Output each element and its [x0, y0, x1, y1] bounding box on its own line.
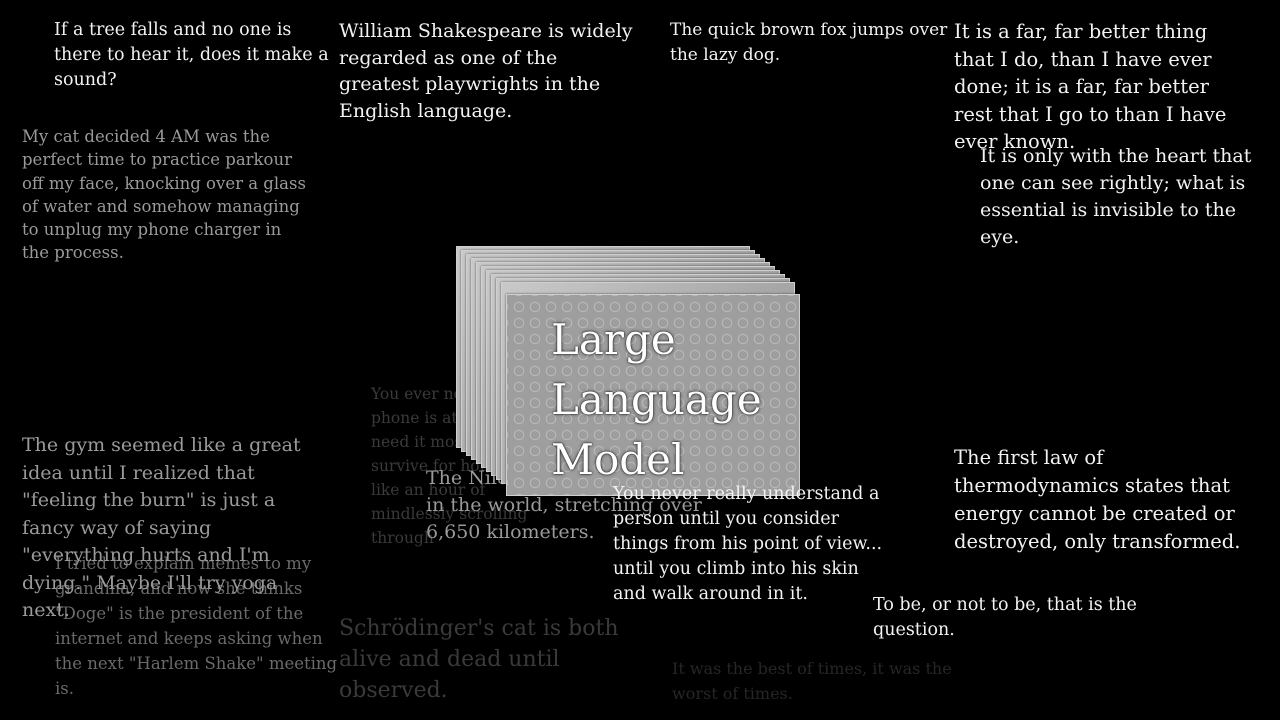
model-title: Large Language Model: [551, 310, 762, 490]
model-title-line: Model: [551, 435, 685, 484]
snippet-memes: I tried to explain memes to my grandma, …: [55, 554, 338, 698]
snippet-schrodinger: Schrödinger's cat is both alive and dead…: [339, 616, 619, 703]
snippet-tree: If a tree falls and no one is there to h…: [54, 20, 329, 90]
model-title-line: Language: [551, 375, 762, 424]
llm-model-stack: Large Language Model: [456, 244, 806, 500]
snippet-shakespeare: William Shakespeare is widely regarded a…: [339, 20, 633, 122]
snippet-best-times: It was the best of times, it was the wor…: [672, 659, 952, 703]
snippet-fox: The quick brown fox jumps over the lazy …: [670, 20, 948, 65]
snippet-understand: You never really understand a person unt…: [613, 484, 883, 604]
snippet-far-better: It is a far, far better thing that I do,…: [954, 20, 1227, 153]
model-layer-front: [506, 294, 800, 496]
snippet-thermo: The first law of thermodynamics states t…: [954, 446, 1241, 553]
snippet-to-be: To be, or not to be, that is the questio…: [873, 595, 1137, 640]
snippet-gym: The gym seemed like a great idea until I…: [22, 434, 301, 621]
snippet-heart: It is only with the heart that one can s…: [980, 145, 1252, 248]
snippet-battery: You ever notice how your phone is at 1% …: [371, 385, 570, 547]
snippet-cat: My cat decided 4 AM was the perfect time…: [22, 127, 306, 263]
model-title-line: Large: [551, 315, 676, 364]
